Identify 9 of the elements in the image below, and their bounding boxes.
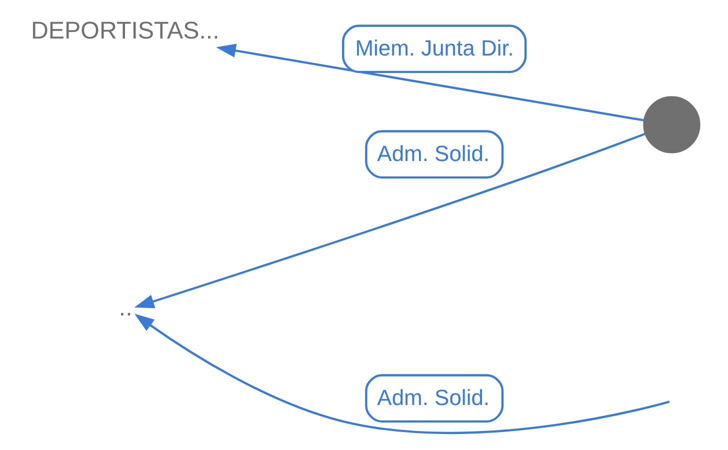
node-text: DEPORTISTAS...	[30, 18, 220, 45]
arrow	[134, 132, 646, 308]
edge-label: Adm. Solid.	[377, 384, 490, 410]
edge-label: Adm. Solid.	[377, 140, 490, 166]
edge-label: Miem. Junta Dir.	[355, 35, 514, 60]
arrow	[216, 44, 644, 122]
node-text: ..	[118, 294, 132, 322]
arrow	[134, 314, 670, 434]
node-person	[643, 96, 700, 154]
